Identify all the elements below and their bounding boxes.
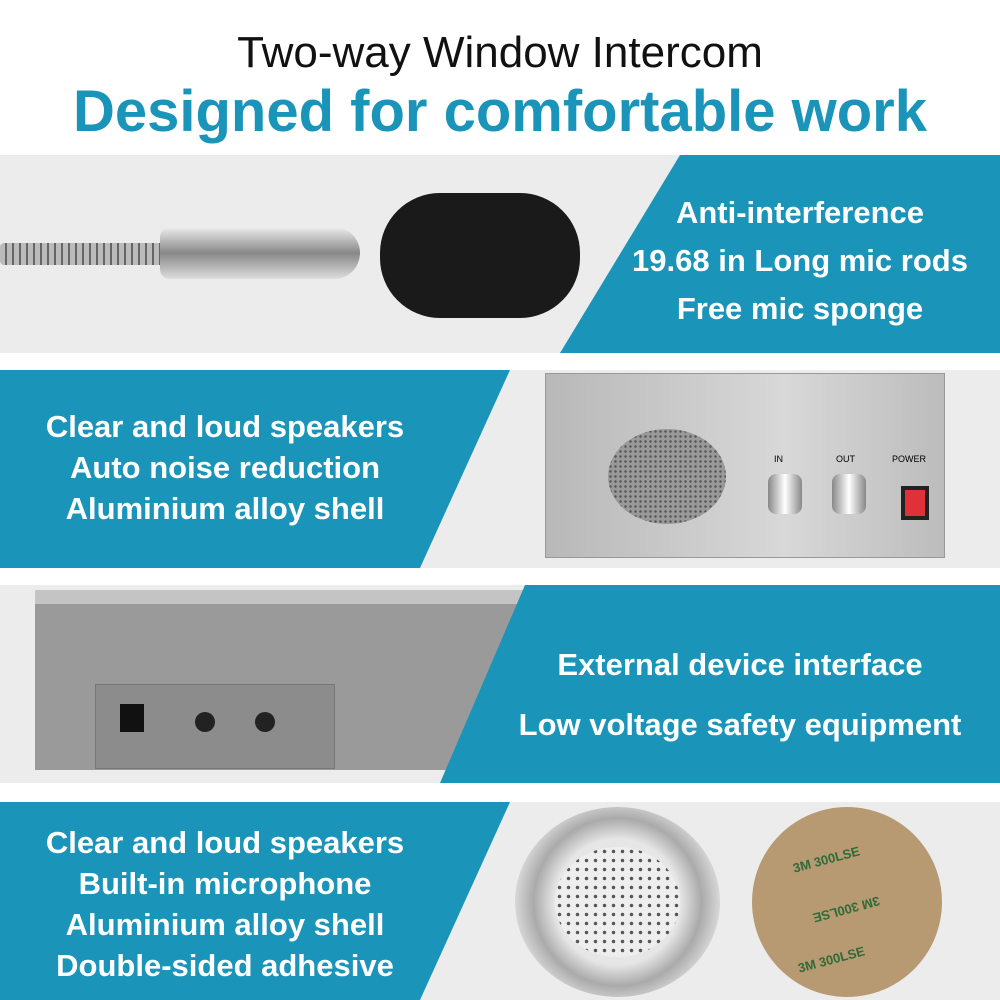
- label-in: IN: [774, 454, 783, 464]
- feature-text: Double-sided adhesive: [56, 948, 394, 983]
- device-back-image: [35, 590, 525, 770]
- section-speaker-panel: Clear and loud speakers Auto noise reduc…: [0, 370, 1000, 568]
- adhesive-label: 3M 300LSE: [796, 943, 867, 976]
- volume-knob-in: [768, 474, 802, 514]
- feature-text: Clear and loud speakers: [45, 825, 405, 860]
- adhesive-label: 3M 300LSE: [811, 893, 882, 926]
- dc-port: [120, 704, 144, 732]
- feature-text: Built-in microphone: [78, 866, 372, 901]
- volume-knob-out: [832, 474, 866, 514]
- audio-jack: [255, 712, 275, 732]
- section-outdoor-speaker: Clear and loud speakers Built-in microph…: [0, 802, 1000, 1000]
- audio-jack: [195, 712, 215, 732]
- feature-text: Free mic sponge: [676, 291, 924, 326]
- feature-text: 19.68 in Long mic rods: [632, 243, 968, 278]
- page-title: Designed for comfortable work: [72, 79, 928, 144]
- adhesive-label: 3M 300LSE: [791, 843, 862, 876]
- subtitle: Two-way Window Intercom: [237, 28, 763, 77]
- feature-text: Aluminium alloy shell: [65, 907, 385, 942]
- section-mic: Anti-interference 19.68 in Long mic rods…: [0, 155, 1000, 353]
- label-out: OUT: [836, 454, 855, 464]
- mic-sponge-image: [380, 193, 580, 318]
- feature-text: Auto noise reduction: [70, 450, 380, 485]
- label-power: POWER: [892, 454, 927, 464]
- feature-text: Aluminium alloy shell: [65, 491, 385, 526]
- speaker-grille: [608, 429, 726, 524]
- section-interface: External device interface Low voltage sa…: [0, 585, 1000, 783]
- feature-text: Clear and loud speakers: [45, 409, 405, 444]
- feature-text: Anti-interference: [675, 195, 925, 230]
- power-switch: [901, 486, 929, 520]
- feature-text: External device interface: [557, 647, 923, 682]
- adhesive-pad-image: 3M 300LSE 3M 300LSE 3M 300LSE: [752, 807, 942, 997]
- feature-text: Low voltage safety equipment: [518, 707, 962, 742]
- gooseneck-mic-image: [0, 225, 370, 285]
- intercom-panel-image: IN OUT POWER: [545, 373, 945, 558]
- outdoor-speaker-image: [515, 807, 720, 997]
